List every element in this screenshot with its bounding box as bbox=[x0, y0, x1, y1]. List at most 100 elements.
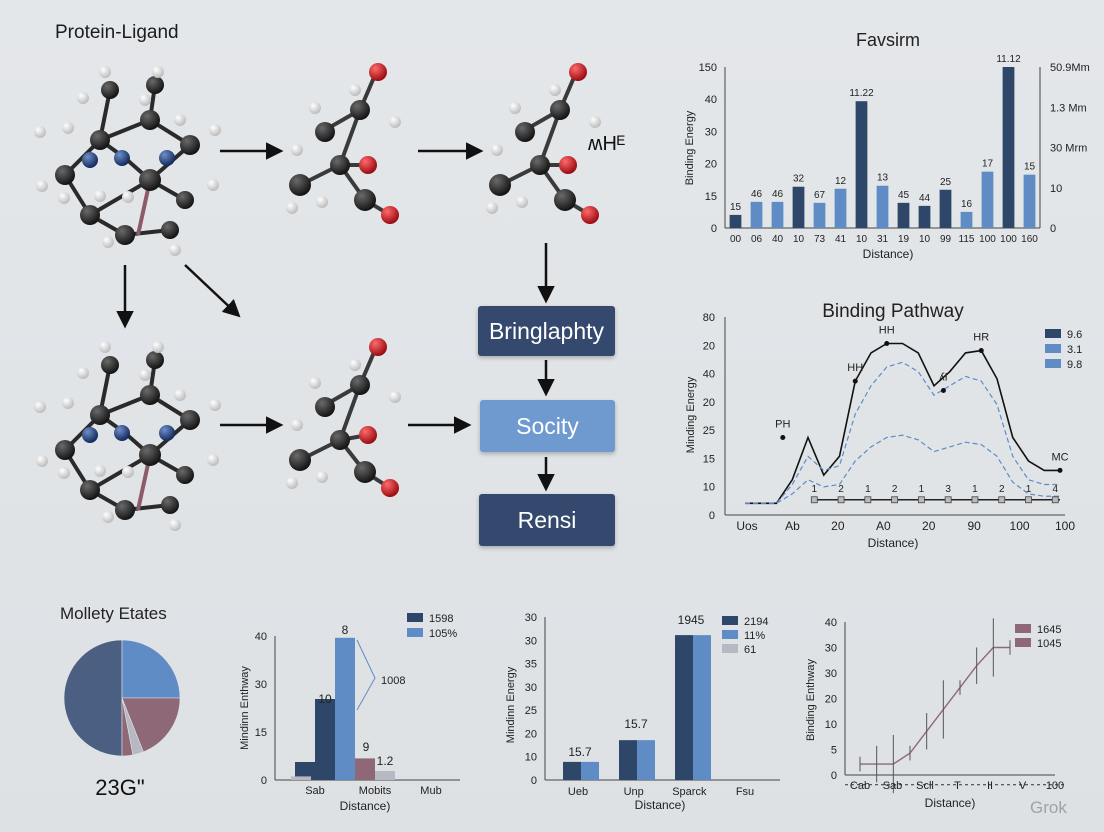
point-marker bbox=[1057, 467, 1063, 473]
data-label: 46 bbox=[751, 189, 763, 200]
ligand-molecule-3 bbox=[286, 338, 401, 497]
annotation: HH bbox=[879, 325, 895, 337]
x-tick-label: 100 bbox=[1000, 234, 1017, 245]
data-label: 1.2 bbox=[377, 754, 394, 768]
protein-atoms-2 bbox=[34, 341, 221, 531]
y-tick-label: 10 bbox=[703, 482, 715, 494]
flow-arrows bbox=[116, 142, 555, 492]
pie-slice bbox=[121, 697, 134, 757]
y-tick-label: 0 bbox=[1050, 223, 1056, 235]
y-tick-label: 1.3 Mm bbox=[1050, 102, 1087, 114]
marker-label: 4 bbox=[1052, 484, 1058, 495]
x-axis-label: Distance) bbox=[863, 247, 914, 261]
x-tick-label: 00 bbox=[730, 234, 742, 245]
y-tick-label: 30 bbox=[825, 643, 837, 655]
y-tick-label: 20 bbox=[825, 694, 837, 706]
bar-secondary bbox=[291, 776, 311, 780]
bar bbox=[729, 214, 742, 228]
y-tick-label: 35 bbox=[525, 659, 537, 671]
ligand-molecule-2 bbox=[486, 63, 601, 224]
chart-title: Binding Pathway bbox=[822, 301, 964, 322]
track-marker bbox=[944, 496, 952, 504]
y-axis-label: Binding Energy bbox=[684, 110, 696, 185]
bar bbox=[918, 205, 931, 228]
y-tick-label: 20 bbox=[705, 159, 717, 171]
bar bbox=[750, 201, 763, 228]
legend-label: 2194 bbox=[744, 616, 768, 628]
x-tick-label: II bbox=[987, 780, 993, 792]
side-label: ʍHᴱ bbox=[588, 133, 625, 155]
data-label: 1945 bbox=[678, 613, 705, 627]
x-tick-label: 06 bbox=[751, 234, 763, 245]
bar bbox=[939, 189, 952, 228]
data-label: 46 bbox=[772, 189, 784, 200]
bar-secondary bbox=[581, 761, 599, 780]
y-tick-label: 30 bbox=[825, 668, 837, 680]
x-tick-label: Cab bbox=[850, 780, 870, 792]
point-marker bbox=[978, 348, 984, 354]
callout-bracket bbox=[356, 639, 376, 711]
legend-label: 1645 bbox=[1037, 624, 1061, 636]
series-line bbox=[860, 646, 1010, 765]
data-label: 9 bbox=[363, 740, 370, 754]
x-tick-label: 100 bbox=[979, 234, 996, 245]
x-tick-label: V bbox=[1019, 780, 1027, 792]
y-tick-label: 40 bbox=[705, 94, 717, 106]
x-axis-label: Distance) bbox=[868, 536, 919, 550]
legend-swatch bbox=[722, 630, 738, 639]
watermark: Grok bbox=[1030, 798, 1067, 817]
bar bbox=[295, 762, 315, 780]
bar-secondary bbox=[637, 740, 655, 780]
bar bbox=[897, 202, 910, 228]
bar-secondary bbox=[693, 635, 711, 780]
x-tick-label: 31 bbox=[877, 234, 889, 245]
chart-title: Favsirm bbox=[856, 30, 920, 50]
track-marker bbox=[864, 496, 872, 504]
point-marker bbox=[884, 341, 890, 346]
bar bbox=[855, 101, 868, 228]
y-tick-label: 0 bbox=[711, 223, 717, 235]
bar bbox=[771, 201, 784, 228]
track-marker bbox=[917, 496, 925, 504]
legend-swatch bbox=[1015, 638, 1031, 647]
x-tick-label: T bbox=[954, 780, 961, 792]
y-tick-label: 30 bbox=[525, 635, 537, 647]
flow-box-rensi: Rensi bbox=[479, 494, 615, 546]
data-label: 17 bbox=[982, 159, 994, 170]
pie-value-label: 23G" bbox=[95, 775, 144, 800]
annotation: HH bbox=[847, 362, 863, 374]
bar bbox=[813, 202, 826, 228]
x-tick-label: 100 bbox=[1010, 519, 1030, 533]
x-axis-label: Distance) bbox=[635, 798, 686, 812]
bar bbox=[1002, 67, 1015, 228]
annotation: PH bbox=[775, 419, 790, 431]
y-tick-label: 30 bbox=[255, 679, 267, 691]
y-tick-label: 30 bbox=[525, 682, 537, 694]
x-tick-label: 100 bbox=[1055, 519, 1075, 533]
marker-label: 1 bbox=[919, 484, 925, 495]
point-marker bbox=[940, 388, 946, 393]
x-tick-label: Sparck bbox=[672, 786, 707, 798]
track-marker bbox=[1051, 496, 1059, 504]
data-label: 11.22 bbox=[849, 88, 874, 99]
y-tick-label: 10 bbox=[825, 719, 837, 731]
annotation: HR bbox=[973, 332, 989, 344]
x-tick-label: 20 bbox=[922, 519, 936, 533]
marker-label: 2 bbox=[892, 484, 898, 495]
legend-label: 9.6 bbox=[1067, 329, 1082, 341]
legend-label: 1045 bbox=[1037, 638, 1061, 650]
x-tick-label: 10 bbox=[793, 234, 805, 245]
page-title: Protein-Ligand bbox=[55, 22, 179, 43]
legend-label: 3.1 bbox=[1067, 344, 1082, 356]
legend-swatch bbox=[722, 644, 738, 653]
y-tick-label: 0 bbox=[531, 775, 537, 787]
y-tick-label: 20 bbox=[703, 397, 715, 409]
x-tick-label: Mub bbox=[420, 785, 441, 797]
data-label: 16 bbox=[961, 199, 973, 210]
data-label: 44 bbox=[919, 193, 931, 204]
legend-label: 9.8 bbox=[1067, 359, 1082, 371]
data-label: 12 bbox=[835, 176, 847, 187]
series-line bbox=[745, 434, 1060, 504]
